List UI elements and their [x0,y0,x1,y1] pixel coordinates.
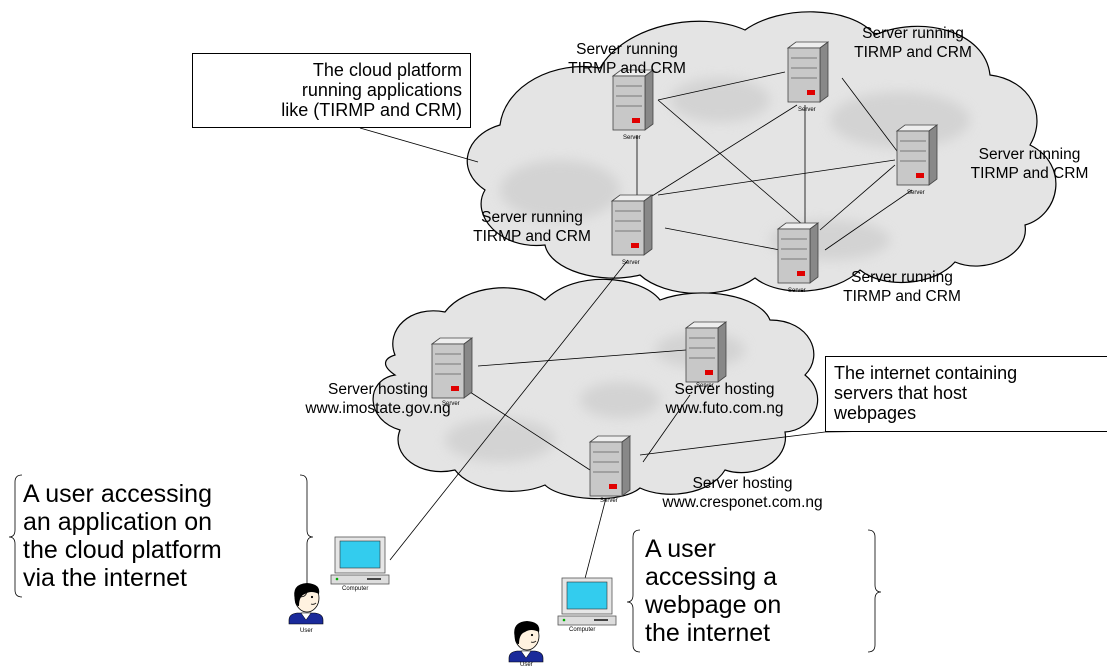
server-caption: Server [907,190,925,196]
cloud-server-1: Server [612,69,654,141]
desktop-computer-icon [330,536,390,585]
computer-caption: Computer [569,627,595,633]
right-brace [867,529,882,653]
left-brace [626,529,641,653]
server-caption: Server [623,135,641,141]
server-caption: Server [622,260,640,266]
computer-caption: Computer [342,586,368,592]
server-icon [787,41,829,103]
server-label: Server hosting www.futo.com.ng [665,381,784,417]
server-icon [612,69,654,131]
server-caption: Server [600,498,618,504]
server-icon [685,321,727,383]
user-head-icon [288,582,324,625]
user-head-icon [508,620,544,663]
server-icon [777,222,819,284]
server-label: Server running TIRMP and CRM [568,41,686,77]
server-label: Server hosting www.imostate.gov.ng [305,381,451,417]
computer-1: Computer [330,536,390,592]
internet-callout: The internet containing servers that hos… [825,356,1107,432]
cloud-server-2: Server [787,41,829,113]
right-brace [299,474,314,598]
user-2-description: A user accessing a webpage on the intern… [645,535,782,647]
server-icon [611,194,653,256]
server-caption: Server [696,383,714,389]
server-label: Server running TIRMP and CRM [854,25,972,61]
cloud-server-3: Server [896,124,938,196]
user-1-description: A user accessing an application on the c… [23,480,222,592]
internet-server-imostate: Server [431,337,473,407]
braces [8,474,882,653]
server-caption: Server [442,401,460,407]
server-caption: Server [788,288,806,294]
cloud-platform-callout: The cloud platform running applications … [192,53,471,128]
user-1: User [288,582,324,634]
computer-2: Computer [557,577,617,633]
user-caption: User [300,628,313,634]
desktop-computer-icon [557,577,617,626]
user-caption: User [520,662,533,668]
server-label: Server running TIRMP and CRM [843,269,961,305]
server-caption: Server [798,107,816,113]
left-brace [8,474,23,598]
user-2: User [508,620,544,668]
internet-server-cresponet: Server [589,435,631,504]
internet-server-futo: Server [685,321,727,389]
server-label: Server running TIRMP and CRM [970,146,1089,182]
server-label: Server running TIRMP and CRM [473,209,591,245]
cloud-server-5: Server [777,222,819,294]
cloud-server-4: Server [611,194,653,266]
server-label: Server hosting www.cresponet.com.ng [662,475,823,511]
server-icon [896,124,938,186]
server-icon [589,435,631,497]
